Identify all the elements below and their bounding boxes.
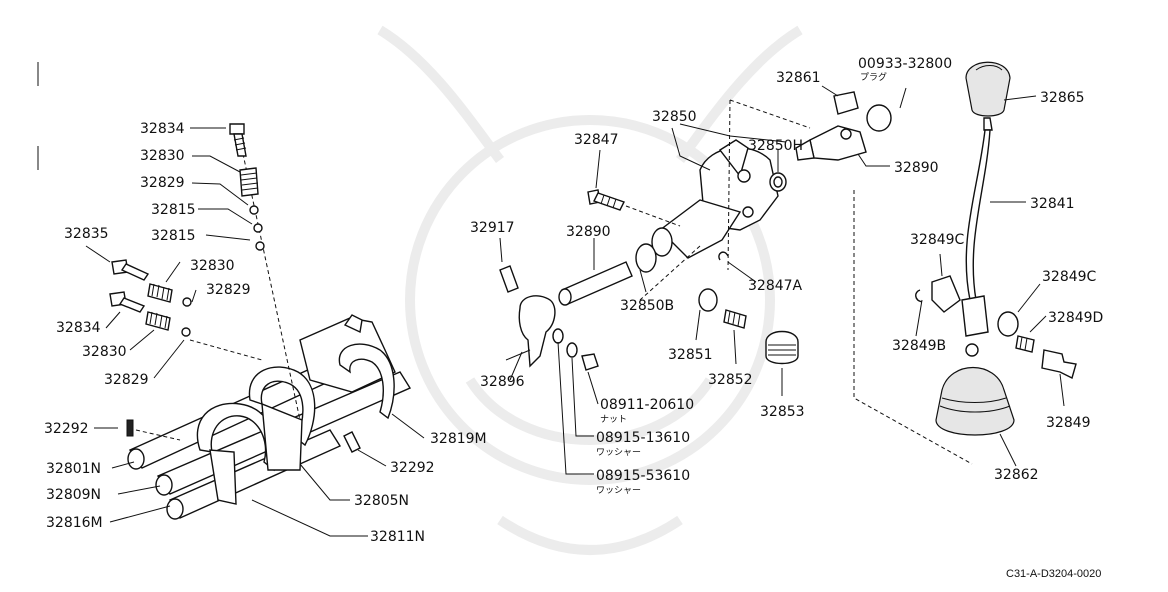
shift-lever-housing [558, 139, 787, 306]
part-label: 32850H [748, 138, 803, 154]
part-label: 32850 [652, 109, 697, 125]
part-label: 32834 [140, 121, 185, 137]
drawing-code: C31-A-D3204-0020 [1006, 568, 1101, 580]
part-label: 32809N [46, 487, 101, 503]
part-label: 32816M [46, 515, 103, 531]
part-label: 32849C [910, 232, 965, 248]
part-label: 32847A [748, 278, 803, 294]
part-label: 32805N [354, 493, 409, 509]
part-note: プラグ [860, 71, 887, 83]
part-label: 32830 [140, 148, 185, 164]
part-label: 32815 [151, 202, 196, 218]
part-label: 32834 [56, 320, 101, 336]
part-label: 32852 [708, 372, 753, 388]
part-label: 32292 [44, 421, 89, 437]
part-label: 32865 [1040, 90, 1085, 106]
part-label: 32851 [668, 347, 713, 363]
part-label: 32917 [470, 220, 515, 236]
part-label: 32849B [892, 338, 946, 354]
part-label: 32841 [1030, 196, 1075, 212]
part-label: 32890 [566, 224, 611, 240]
part-label: 08911-20610 [600, 397, 694, 413]
part-label: 32847 [574, 132, 619, 148]
part-note: ナット [600, 414, 627, 425]
part-label: 32829 [104, 372, 149, 388]
part-label: 32801N [46, 461, 101, 477]
part-label: 32849 [1046, 415, 1091, 431]
part-label: 32850B [620, 298, 674, 314]
part-label: 32862 [994, 467, 1039, 483]
selector-lever [499, 265, 599, 371]
watermark-crest [377, 25, 803, 555]
part-label: 08915-53610 [596, 468, 690, 484]
part-label: 32815 [151, 228, 196, 244]
part-label: 32829 [140, 175, 185, 191]
part-label: 32849D [1048, 310, 1103, 326]
detent-stack-left [109, 259, 192, 337]
lever-end-parts [727, 91, 892, 271]
part-label: 32835 [64, 226, 109, 242]
part-label: 32292 [390, 460, 435, 476]
part-note: ワッシャー [596, 448, 641, 458]
part-label: 32896 [480, 374, 525, 390]
part-label: 00933-32800 [858, 56, 952, 72]
leader-lines [85, 85, 1065, 537]
part-label: 32819M [430, 431, 487, 447]
part-label: 32890 [894, 160, 939, 176]
part-label: 32849C [1042, 269, 1097, 285]
part-label: 32829 [206, 282, 251, 298]
part-label: 32830 [82, 344, 127, 360]
detent-stack-upper [229, 123, 265, 251]
gear-shift-lever [853, 61, 1077, 465]
part-label: 32811N [370, 529, 425, 545]
part-label: 32830 [190, 258, 235, 274]
shift-rail-assembly [126, 139, 412, 520]
part-label: 32853 [760, 404, 805, 420]
return-spring-parts [698, 288, 799, 365]
part-labels: 32834 32830 32829 32815 32815 32835 3283… [44, 56, 1103, 545]
part-label: 32861 [776, 70, 821, 86]
part-label: 08915-13610 [596, 430, 690, 446]
part-note: ワッシャー [596, 486, 641, 496]
